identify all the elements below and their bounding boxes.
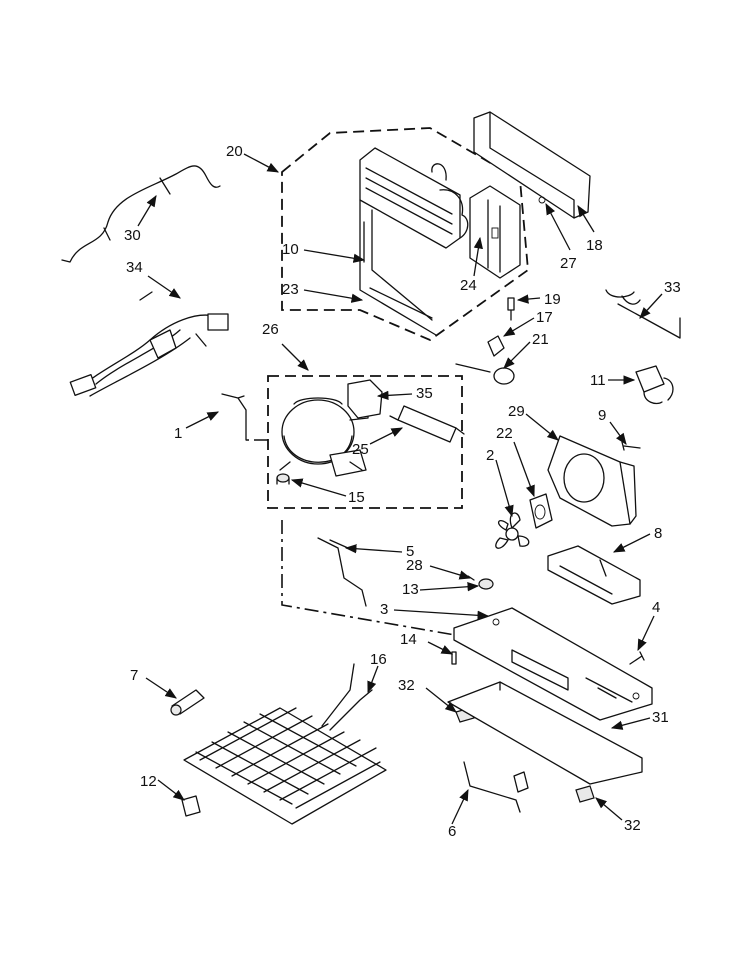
- callout-11: 11: [590, 372, 606, 389]
- callout-14: 14: [400, 631, 417, 648]
- power-cord-harness: [69, 291, 229, 397]
- compressor: [279, 397, 369, 477]
- wire-harness-30: [61, 165, 221, 263]
- callout-9: 9: [598, 407, 606, 424]
- callout-7: 7: [130, 667, 138, 684]
- callout-18: 18: [586, 237, 603, 254]
- callout-leaders: [137, 153, 663, 825]
- base-cover-sheet: [447, 681, 643, 785]
- tube-7: [170, 689, 205, 716]
- callout-13: 13: [402, 581, 419, 598]
- callout-21: 21: [532, 331, 549, 348]
- callout-15: 15: [348, 489, 365, 506]
- condenser-fan-motor: [529, 493, 553, 529]
- callout-22: 22: [496, 425, 513, 442]
- callout-20: 20: [226, 143, 243, 160]
- callout-29: 29: [508, 403, 525, 420]
- callout-23: 23: [282, 281, 299, 298]
- callout-12: 12: [140, 773, 157, 790]
- callout-32a: 32: [398, 677, 415, 694]
- compressor-group-outline: [267, 375, 463, 509]
- drain-tube: [317, 537, 367, 607]
- callout-19: 19: [544, 291, 561, 308]
- callout-35: 35: [416, 385, 433, 402]
- tubing-connector: [221, 393, 247, 441]
- callout-24: 24: [460, 277, 477, 294]
- defrost-thermostat-bracket: [469, 185, 521, 279]
- callout-17: 17: [536, 309, 553, 326]
- clip-12: [181, 795, 201, 817]
- callout-25: 25: [352, 441, 369, 458]
- condenser-coil: [183, 663, 387, 825]
- defrost-heater-23: [369, 287, 433, 319]
- callout-33: 33: [664, 279, 681, 296]
- callout-10: 10: [282, 241, 299, 258]
- compressor-grommet: [276, 473, 290, 485]
- clip-17: [487, 335, 505, 357]
- callout-5: 5: [406, 543, 414, 560]
- callout-1: 1: [174, 425, 182, 442]
- callout-8: 8: [654, 525, 662, 542]
- callout-34: 34: [126, 259, 143, 276]
- mounting-bracket-8: [547, 545, 641, 605]
- callout-labels: 20 30 34 10 23 24 27 18 19 17 33 26 21 3…: [124, 143, 681, 840]
- callout-16: 16: [370, 651, 387, 668]
- fan-shroud: [547, 435, 637, 527]
- water-tube-33: [605, 289, 681, 339]
- callout-31: 31: [652, 709, 669, 726]
- evaporator-coil: [359, 147, 469, 336]
- relay-cover: [347, 379, 383, 419]
- callout-26: 26: [262, 321, 279, 338]
- callout-32b: 32: [624, 817, 641, 834]
- air-duct-cover: [473, 111, 591, 219]
- callout-3: 3: [380, 601, 388, 618]
- water-line-6: [463, 761, 529, 813]
- filter-drier: [389, 405, 465, 443]
- callout-2: 2: [486, 447, 494, 464]
- callout-27: 27: [560, 255, 577, 272]
- callout-28: 28: [406, 557, 423, 574]
- assembly-alignment-line: [244, 439, 456, 636]
- machine-compartment-base: [453, 607, 653, 721]
- leveling-foot-32b: [575, 785, 595, 803]
- screw-14: [451, 651, 457, 665]
- screw-4: [629, 651, 645, 665]
- callout-4: 4: [652, 599, 660, 616]
- control-thermistor: [635, 365, 674, 405]
- screw-19: [507, 297, 515, 321]
- callout-6: 6: [448, 823, 456, 840]
- callout-30: 30: [124, 227, 141, 244]
- condenser-fan-blade: [495, 512, 530, 549]
- evaporator-group-outline: [281, 127, 529, 342]
